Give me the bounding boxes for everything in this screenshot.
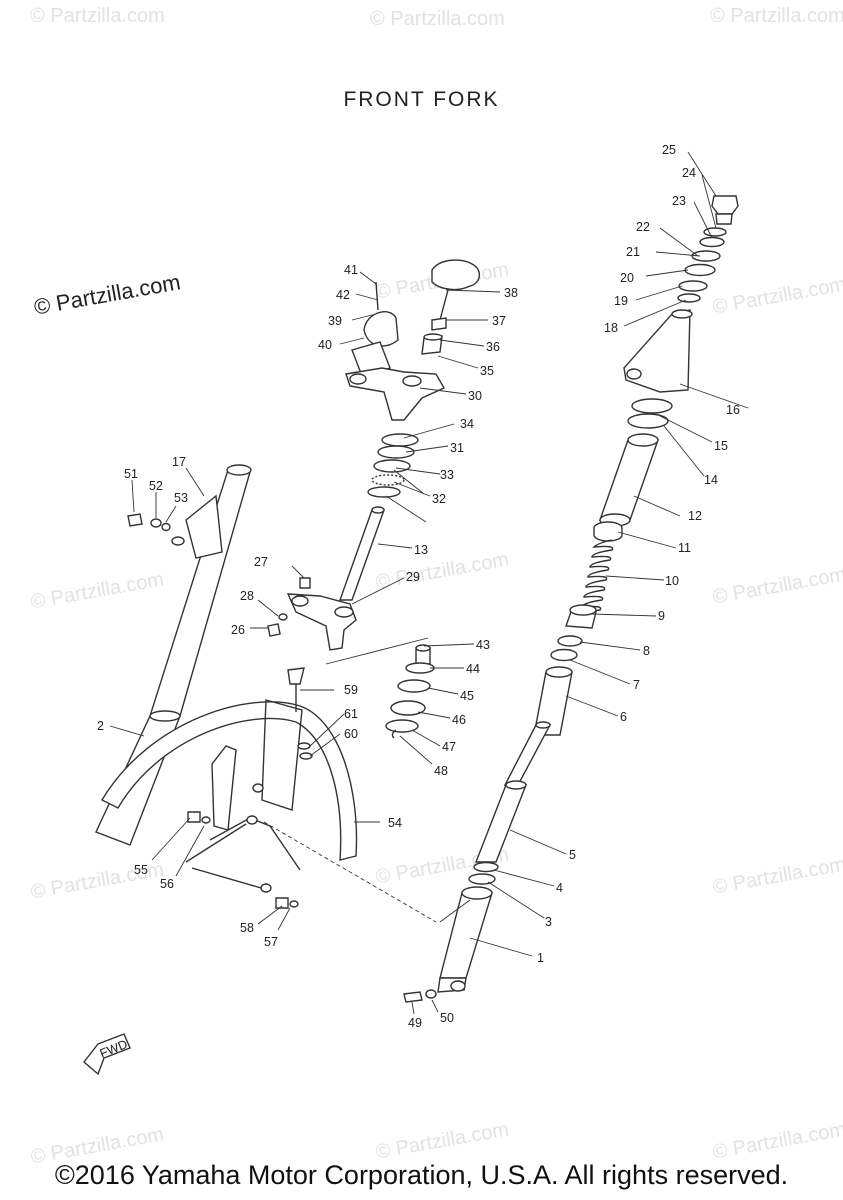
part-label: 40 (318, 338, 332, 352)
fork-spring (581, 539, 614, 617)
fwd-arrow-icon: FWD (83, 1033, 131, 1076)
part-label: 57 (264, 935, 278, 949)
part-label: 20 (620, 271, 634, 285)
oil-seal-clip (468, 861, 499, 885)
fwd-label: FWD (98, 1037, 130, 1061)
part-label: 41 (344, 263, 358, 277)
part-label: 47 (442, 740, 456, 754)
steering-knob (431, 259, 480, 321)
part-label: 9 (658, 609, 665, 623)
part-label: 19 (614, 294, 628, 308)
part-label: 36 (486, 340, 500, 354)
part-label: 23 (672, 194, 686, 208)
part-label: 17 (172, 455, 186, 469)
headlight-bracket (623, 309, 693, 393)
part-label: 15 (714, 439, 728, 453)
part-label: 24 (682, 166, 696, 180)
damper-tube (533, 666, 573, 736)
part-label: 35 (480, 364, 494, 378)
leader-lines (109, 151, 749, 1015)
part-label: 26 (231, 623, 245, 637)
part-label: 50 (440, 1011, 454, 1025)
part-label: 3 (545, 915, 552, 929)
part-label: 5 (569, 848, 576, 862)
fender-stay (287, 667, 313, 760)
part-label: 49 (408, 1016, 422, 1030)
handlebar-holder (351, 281, 399, 377)
part-label: 46 (452, 713, 466, 727)
part-label: 2 (97, 719, 104, 733)
part-label: 43 (476, 638, 490, 652)
part-label: 32 (432, 492, 446, 506)
fork-washers-upper (677, 227, 727, 303)
part-label: 13 (414, 543, 428, 557)
part-label: 37 (492, 314, 506, 328)
part-label: 61 (344, 707, 358, 721)
watermark: © Partzilla.com (370, 8, 505, 30)
upper-bracket (345, 367, 445, 421)
watermark: © Partzilla.com (710, 5, 843, 27)
fender-bolts (187, 811, 299, 909)
diagram-title: FRONT FORK (343, 88, 500, 111)
part-label: 34 (460, 417, 474, 431)
copyright-notice: ©2016 Yamaha Motor Corporation, U.S.A. A… (54, 1160, 789, 1190)
part-label: 6 (620, 710, 627, 724)
part-label: 1 (537, 951, 544, 965)
steering-stem (286, 506, 385, 651)
inner-tube (474, 721, 552, 863)
part-label: 30 (468, 389, 482, 403)
part-label: 21 (626, 245, 640, 259)
part-label: 12 (688, 509, 702, 523)
part-label: 55 (134, 863, 148, 877)
left-bolts (127, 513, 171, 532)
part-label: 52 (149, 479, 163, 493)
outer-slider (437, 886, 493, 993)
assembly-lines (263, 637, 471, 923)
spring-seat (593, 521, 623, 542)
damper-plates (385, 644, 435, 739)
part-label: 14 (704, 473, 718, 487)
outer-fork-tube-cover (599, 433, 659, 527)
part-label: 53 (174, 491, 188, 505)
watermark: © Partzilla.com (30, 5, 165, 27)
part-label: 8 (643, 644, 650, 658)
part-label: 11 (678, 541, 691, 555)
part-label: 58 (240, 921, 254, 935)
damper-parts (421, 317, 447, 355)
part-label: 7 (633, 678, 640, 692)
rings (550, 635, 583, 662)
part-label: 33 (440, 468, 454, 482)
part-label: 48 (434, 764, 448, 778)
part-label: 27 (254, 555, 268, 569)
stem-bolts (267, 577, 311, 637)
part-label: 28 (240, 589, 254, 603)
part-label: 54 (388, 816, 402, 830)
steering-bearings (367, 433, 419, 498)
part-number-labels: 1 2 3 4 5 6 7 8 9 10 11 12 13 14 15 16 1… (97, 143, 740, 1030)
part-label: 29 (406, 570, 420, 584)
part-label: 60 (344, 727, 358, 741)
part-label: 56 (160, 877, 174, 891)
part-label: 18 (604, 321, 618, 335)
part-label: 16 (726, 403, 740, 417)
part-label: 31 (450, 441, 464, 455)
part-label: 39 (328, 314, 342, 328)
part-label: 38 (504, 286, 518, 300)
part-label: 59 (344, 683, 358, 697)
part-label: 22 (636, 220, 650, 234)
part-label: 42 (336, 288, 350, 302)
part-label: 45 (460, 689, 474, 703)
part-label: 4 (556, 881, 563, 895)
part-label: 51 (124, 467, 138, 481)
fork-cap-bolt (711, 195, 739, 225)
front-fender (101, 699, 358, 893)
drain-bolt (403, 989, 437, 1003)
spring-guide (565, 604, 597, 629)
part-label: 44 (466, 662, 480, 676)
part-label: 10 (665, 574, 679, 588)
part-label: 25 (662, 143, 676, 157)
fork-cover-seals (627, 398, 673, 429)
